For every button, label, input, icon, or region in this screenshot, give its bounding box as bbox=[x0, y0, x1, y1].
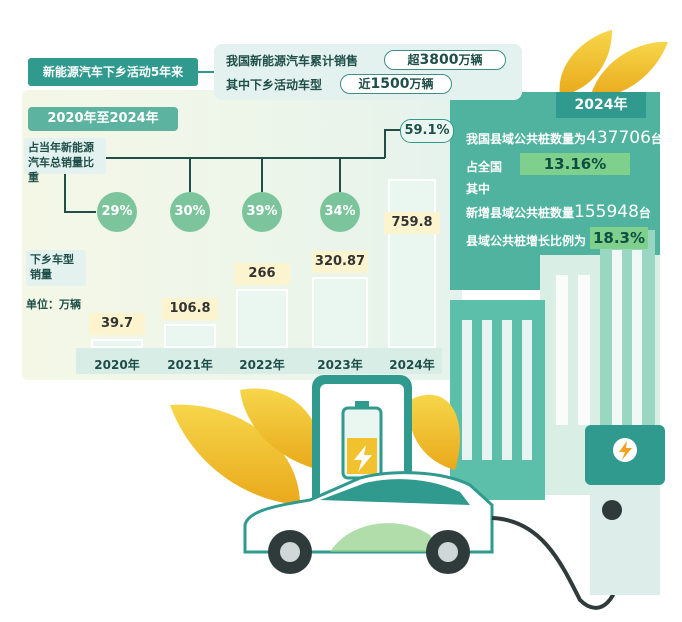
sales-label-box: 下乡车型 销量 bbox=[26, 250, 86, 286]
x-tick-label: 2023年 bbox=[317, 358, 363, 372]
bar-3 bbox=[312, 276, 368, 348]
lightning-icon bbox=[354, 445, 372, 472]
rp-line4-label: 新增县域公共桩数量 bbox=[466, 206, 575, 220]
car-illustration bbox=[243, 471, 494, 574]
campaign-models-value: 1500 bbox=[370, 76, 410, 92]
period-label: 2020年至2024年 bbox=[28, 107, 178, 131]
x-tick-label: 2020年 bbox=[94, 358, 140, 372]
rp-line1-unit: 台 bbox=[650, 132, 663, 146]
share-circle: 30% bbox=[170, 192, 210, 232]
bar-value-label: 39.7 bbox=[89, 313, 145, 336]
summary-box: 我国新能源汽车累计销售 超3800万辆 其中下乡活动车型 近1500万辆 bbox=[214, 44, 522, 100]
rp-line5-label: 县域公共桩增长比例为 bbox=[466, 234, 587, 248]
right-panel-year: 2024年 bbox=[556, 92, 646, 118]
ribbon-title: 新能源汽车下乡活动5年来 bbox=[28, 58, 198, 86]
share-circle: 29% bbox=[97, 192, 137, 232]
x-tick-label: 2021年 bbox=[167, 358, 213, 372]
bar-value-label: 266 bbox=[234, 262, 290, 285]
share-circle: 39% bbox=[242, 192, 282, 232]
share-label-line1: 占当年新能源 bbox=[28, 141, 94, 154]
battery-icon bbox=[341, 401, 383, 480]
leaf-decoration bbox=[170, 388, 460, 505]
sales-label-line2: 销量 bbox=[30, 268, 52, 281]
bar-4 bbox=[388, 178, 436, 348]
rp-line3-label: 其中 bbox=[466, 182, 491, 196]
bar-1 bbox=[164, 324, 216, 348]
rp-line4: 新增县域公共桩数量155948台 bbox=[466, 202, 651, 222]
leaf-decoration bbox=[559, 30, 668, 98]
total-sales-prefix: 超 bbox=[407, 53, 420, 67]
unit-label: 单位：万辆 bbox=[26, 298, 81, 311]
bar-2 bbox=[236, 288, 288, 348]
rp-line5-value: 18.3% bbox=[590, 227, 648, 249]
lightning-icon bbox=[619, 441, 632, 460]
charger-illustration bbox=[585, 425, 665, 595]
total-sales-unit: 万辆 bbox=[458, 53, 483, 67]
campaign-models-pill: 近1500万辆 bbox=[340, 74, 452, 94]
x-axis-band bbox=[76, 348, 442, 374]
rp-line1-label: 我国县域公共桩数量为 bbox=[466, 132, 587, 146]
share-label-line2: 汽车总销量比重 bbox=[28, 156, 94, 184]
rp-line1-value: 437706 bbox=[586, 128, 651, 148]
rp-line4-unit: 台 bbox=[638, 206, 651, 220]
campaign-models-prefix: 近 bbox=[358, 77, 371, 91]
rp-line4-value: 155948 bbox=[574, 202, 639, 222]
rp-line2-label: 占全国 bbox=[466, 160, 503, 174]
share-label-box: 占当年新能源 汽车总销量比重 bbox=[24, 138, 106, 184]
rp-line1: 我国县域公共桩数量为437706台 bbox=[466, 128, 663, 148]
share-circle: 34% bbox=[320, 192, 360, 232]
bar-value-label: 320.87 bbox=[312, 250, 368, 273]
rp-line2-value: 13.16% bbox=[520, 153, 630, 175]
share-connector-lines bbox=[64, 129, 400, 213]
total-sales-pill: 超3800万辆 bbox=[384, 50, 506, 70]
sales-label-line1: 下乡车型 bbox=[30, 253, 74, 266]
total-sales-value: 3800 bbox=[419, 52, 459, 68]
bar-value-label: 759.8 bbox=[384, 212, 440, 234]
campaign-models-label: 其中下乡活动车型 bbox=[226, 78, 323, 92]
bar-0 bbox=[91, 339, 143, 348]
share-2024-label: 59.1% bbox=[400, 119, 454, 143]
x-tick-label: 2024年 bbox=[389, 358, 435, 372]
campaign-models-unit: 万辆 bbox=[409, 77, 434, 91]
bar-value-label: 106.8 bbox=[162, 298, 218, 321]
x-tick-label: 2022年 bbox=[239, 358, 285, 372]
total-sales-label: 我国新能源汽车累计销售 bbox=[226, 54, 359, 68]
